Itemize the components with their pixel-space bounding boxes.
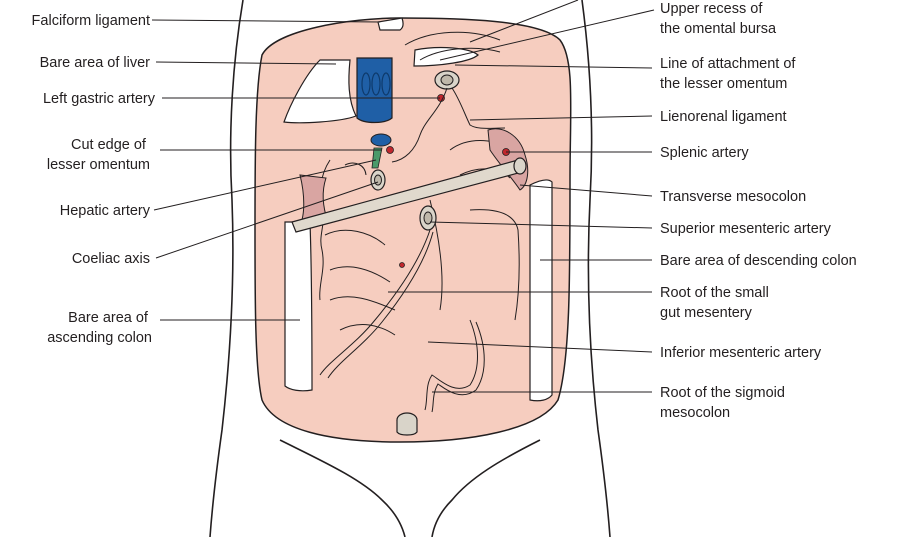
label-upper-recess: Upper recess of the omental bursa xyxy=(660,1,777,37)
label-line-attachment: Line of attachment of the lesser omentum xyxy=(660,56,799,92)
labels-right: Upper recess of the omental bursa Line o… xyxy=(660,1,857,421)
hepatic-artery-cut xyxy=(387,147,394,154)
label-bare-descending: Bare area of descending colon xyxy=(660,253,857,269)
label-left-gastric: Left gastric artery xyxy=(43,91,156,107)
label-sup-mesenteric: Superior mesenteric artery xyxy=(660,221,832,237)
label-inf-mesenteric: Inferior mesenteric artery xyxy=(660,345,822,361)
bare-area-ascending-colon xyxy=(285,222,312,391)
bare-area-descending-colon xyxy=(530,180,552,401)
labels-left: Falciform ligament Bare area of liver Le… xyxy=(32,13,156,346)
label-lienorenal: Lienorenal ligament xyxy=(660,109,787,125)
portal-vein-cut xyxy=(371,134,391,146)
label-root-sigmoid: Root of the sigmoid mesocolon xyxy=(660,385,789,421)
label-bare-liver: Bare area of liver xyxy=(40,55,151,71)
label-transverse: Transverse mesocolon xyxy=(660,189,806,205)
posterior-peritoneum xyxy=(255,18,571,442)
label-hepatic: Hepatic artery xyxy=(60,203,151,219)
label-cut-edge: Cut edge of lesser omentum xyxy=(47,137,150,173)
label-bare-ascending: Bare area of ascending colon xyxy=(47,310,152,346)
label-falciform: Falciform ligament xyxy=(32,13,150,29)
mesentery-vessel-dot xyxy=(400,263,405,268)
label-coeliac: Coeliac axis xyxy=(72,251,150,267)
label-splenic: Splenic artery xyxy=(660,145,749,161)
label-root-small-gut: Root of the small gut mesentery xyxy=(660,285,773,321)
inferior-vena-cava xyxy=(357,58,392,123)
